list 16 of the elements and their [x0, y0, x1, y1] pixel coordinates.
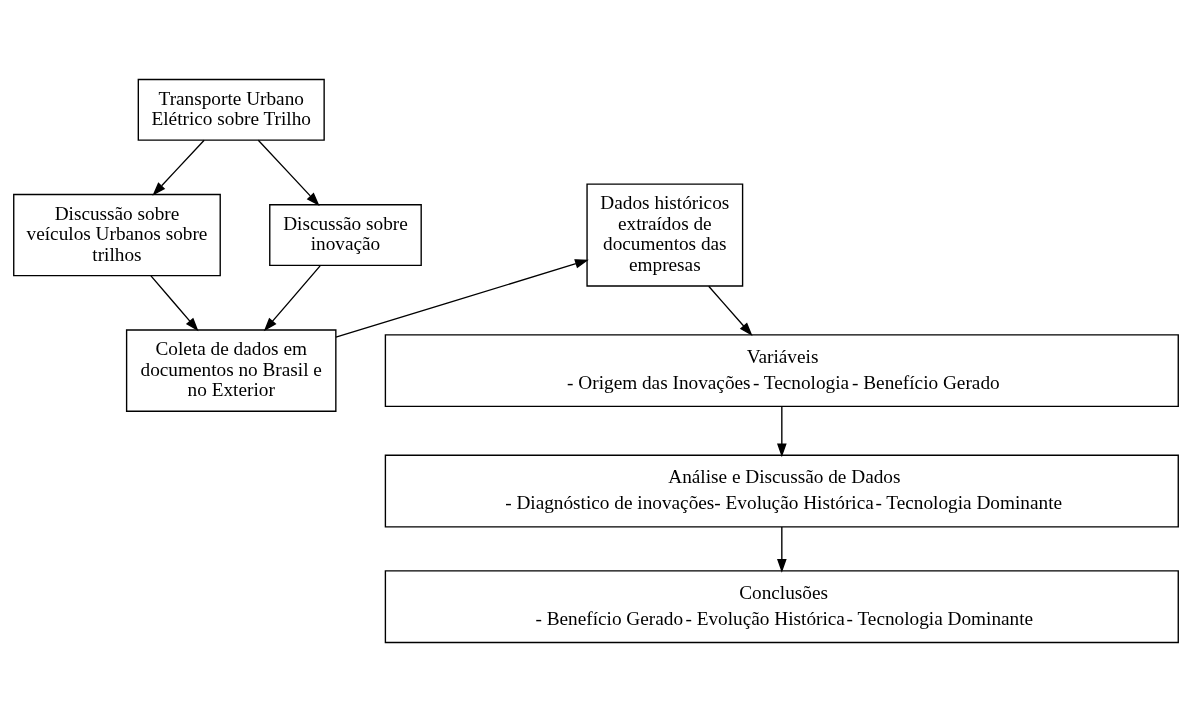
- arrow: [708, 285, 753, 337]
- node-box: Coleta de dados em documentos no Brasil e no Exterior: [125, 329, 337, 412]
- node-box: Variáveis - Origem das Inovações- Tecnologia- Benefício Gerado: [384, 334, 1179, 408]
- node-box: Transporte Urbano Elétrico sobre Trilho: [137, 78, 325, 141]
- arrow: [263, 265, 321, 332]
- node-box: Conclusões - Benefício Gerado- Evolução Histórica- Tecnologia Dominante: [384, 570, 1179, 644]
- arrow: [150, 275, 199, 332]
- node-box: Discussão sobre inovação: [269, 204, 422, 266]
- node-box: Análise e Discussão de Dados - Diagnóstico de inovações- Evolução Histórica- Tecnologia Dominante: [384, 454, 1179, 528]
- arrow: [257, 139, 320, 206]
- arrow: [152, 139, 205, 196]
- node-box: Discussão sobre veículos Urbanos sobre trilhos: [13, 193, 221, 277]
- arrow: [335, 259, 589, 338]
- node-box: Dados históricos extraídos de documentos das empresas: [586, 183, 744, 287]
- arrow: [777, 526, 787, 573]
- arrow: [777, 406, 787, 458]
